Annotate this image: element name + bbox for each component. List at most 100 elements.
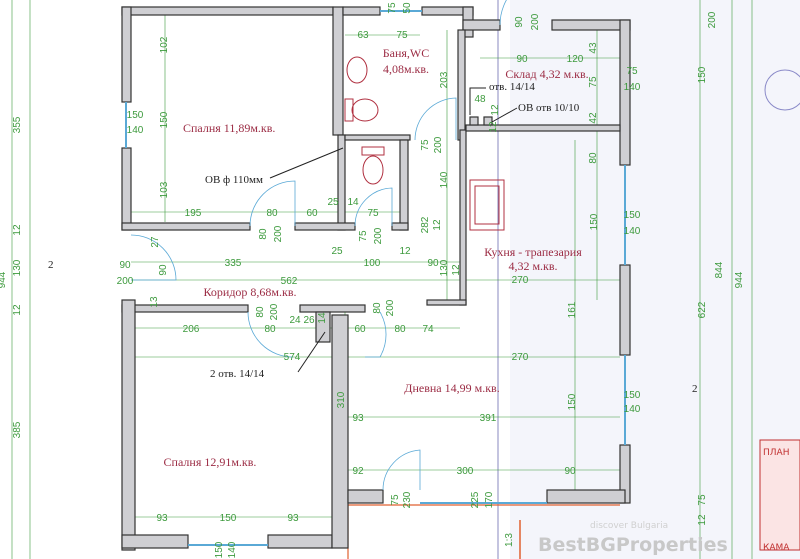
- dimension-label: 844: [714, 261, 725, 278]
- dimension-label: 150: [567, 393, 578, 410]
- dimension-label: 1:3: [504, 533, 515, 547]
- dimension-label: 12: [490, 104, 501, 116]
- dimension-label: 391: [480, 413, 497, 424]
- section-mark-left: 2: [48, 259, 54, 271]
- dimension-label: 27: [150, 236, 161, 248]
- dimension-label: 150: [697, 66, 708, 83]
- dimension-label: 622: [697, 301, 708, 318]
- dimension-label: 80: [394, 324, 406, 335]
- dimension-label: 944: [0, 271, 8, 288]
- dimension-label: 90: [516, 54, 528, 65]
- dimension-label: 161: [567, 301, 578, 318]
- dimension-label: 355: [12, 116, 23, 133]
- room-area-kitchen: 4,32 м.кв.: [508, 259, 557, 273]
- dimension-label: 140: [127, 125, 144, 136]
- dimension-label: 120: [567, 54, 584, 65]
- dimension-label: 12: [432, 219, 443, 231]
- dimension-label: 150: [589, 213, 600, 230]
- dimension-label: 195: [185, 208, 202, 219]
- note-opening-3: 2 отв. 14/14: [210, 368, 265, 380]
- dimension-label: 74: [422, 324, 434, 335]
- dimension-label: 230: [402, 491, 413, 508]
- dimension-label: 80: [372, 302, 383, 314]
- dimension-label: 200: [707, 11, 718, 28]
- dimension-label: 270: [512, 352, 529, 363]
- dimension-label: 75: [390, 494, 401, 506]
- dimension-label: 102: [159, 36, 170, 53]
- dimension-label: 140: [227, 541, 238, 558]
- dimension-label: 43: [588, 42, 599, 54]
- dimension-label: 562: [281, 276, 298, 287]
- dimension-label: 80: [588, 152, 599, 164]
- dimension-label: 12: [12, 224, 23, 236]
- dimension-label: 24: [289, 315, 301, 326]
- dimension-label: 130: [12, 259, 23, 276]
- dimension-label: 170: [484, 491, 495, 508]
- dimension-label: 13: [149, 296, 160, 308]
- dimension-label: 140: [624, 226, 641, 237]
- room-label-storage: Склад 4,32 м.кв.: [505, 67, 588, 81]
- dimension-label: 100: [364, 258, 381, 269]
- windows: [125, 10, 626, 546]
- dimension-label: 140: [439, 171, 450, 188]
- dimension-label: 150: [127, 110, 144, 121]
- room-area-bath: 4,08м.кв.: [383, 62, 429, 76]
- note-opening-1: отв. 14/14: [489, 81, 535, 93]
- watermark-brand: BestBGProperties: [538, 534, 728, 556]
- dimension-label: 75: [420, 139, 431, 151]
- dimension-label: 63: [357, 30, 369, 41]
- dimension-label: 200: [273, 225, 284, 242]
- dimension-label: 80: [255, 306, 266, 318]
- dimension-label: 93: [352, 413, 364, 424]
- room-label-kitchen: Кухня - трапезария: [484, 245, 582, 259]
- dimension-label: 150: [624, 390, 641, 401]
- dimension-label: 93: [156, 513, 168, 524]
- dimension-label: 225: [470, 491, 481, 508]
- dimension-label: 25: [327, 197, 339, 208]
- section-mark-right: 2: [692, 383, 698, 395]
- dimension-label: 300: [457, 466, 474, 477]
- dimension-label: 12: [451, 264, 462, 276]
- dimension-label: 80: [258, 228, 269, 240]
- room-label-corridor: Коридор 8,68м.кв.: [203, 285, 296, 299]
- dimension-label: 200: [433, 136, 444, 153]
- dimension-label: 90: [158, 264, 169, 276]
- dimension-label: 200: [373, 227, 384, 244]
- dimension-label: 48: [474, 94, 486, 105]
- stamp: ПЛАН КАМА: [759, 69, 800, 553]
- dimension-label: 140: [624, 404, 641, 415]
- dimension-label: 944: [734, 271, 745, 288]
- scan-background: [11, 0, 800, 559]
- dimension-label: 12: [488, 121, 499, 133]
- walls: [121, 6, 631, 551]
- dimension-label: 90: [514, 16, 525, 28]
- dimension-label: 26: [303, 315, 315, 326]
- room-label-living: Дневна 14,99 м.кв.: [404, 381, 499, 395]
- dimension-label: 93: [287, 513, 299, 524]
- dimension-label: 75: [396, 30, 408, 41]
- doors: [130, 0, 507, 491]
- dimension-label: 75: [626, 66, 638, 77]
- watermark-tagline: discover Bulgaria: [590, 521, 668, 531]
- dimension-label: 12: [12, 304, 23, 316]
- dimension-label: 90: [119, 260, 131, 271]
- dimension-label: 92: [352, 466, 364, 477]
- dimension-label: 282: [420, 216, 431, 233]
- dimension-label: 200: [269, 303, 280, 320]
- dimension-label: 75: [697, 494, 708, 506]
- dimension-label: 75: [387, 2, 398, 14]
- stamp-top-text: ПЛАН: [763, 448, 789, 458]
- dimension-label: 203: [439, 71, 450, 88]
- dimension-label: 50: [402, 2, 413, 14]
- dimension-label: 130: [439, 259, 450, 276]
- note-vent-pipe: ОВ ф 110мм: [205, 174, 263, 186]
- dimension-label: 310: [336, 391, 347, 408]
- dimension-label: 150: [214, 541, 225, 558]
- room-label-bedroom2: Спалня 12,91м.кв.: [164, 455, 257, 469]
- dimension-label: 75: [367, 208, 379, 219]
- dimension-label: 12: [697, 514, 708, 526]
- fixtures: [269, 56, 518, 373]
- dimension-label: 200: [117, 276, 134, 287]
